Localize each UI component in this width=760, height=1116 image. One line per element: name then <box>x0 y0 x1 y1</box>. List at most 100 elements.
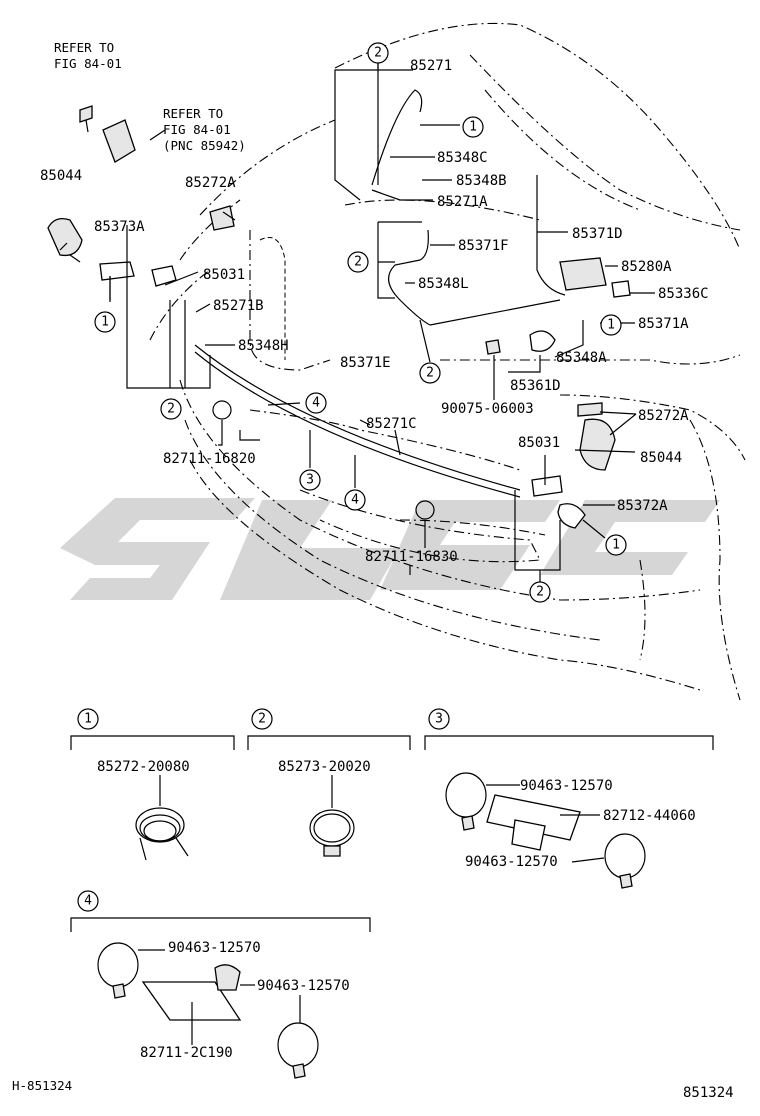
callout-2-c: 2 <box>419 362 441 384</box>
label-85272A-bot: 85272A <box>638 408 689 424</box>
bracket-82712 <box>486 794 581 851</box>
detail-1-part: 85272-20080 <box>97 759 190 775</box>
label-85044-top: 85044 <box>40 168 82 184</box>
label-85371A: 85371A <box>638 316 689 332</box>
callout-2-e: 2 <box>529 581 551 603</box>
label-85348A: 85348A <box>556 350 607 366</box>
callout-3-a: 3 <box>299 469 321 491</box>
detail-section-3: 3 90463-12570 82712-44060 90463-12570 <box>424 708 714 889</box>
washer-hoses <box>194 89 566 498</box>
bolt-90075 <box>485 339 501 355</box>
detail-section-2: 2 85273-20020 <box>247 708 411 857</box>
svg-text:1: 1 <box>101 315 109 330</box>
clip-ring-3b <box>604 833 646 889</box>
label-82711-16830: 82711-16830 <box>365 549 458 565</box>
fig-ref-2-line1: REFER TO <box>163 106 223 121</box>
footer-right-code: 851324 <box>683 1085 734 1101</box>
callout-1-b: 1 <box>600 314 622 336</box>
label-82711-16820: 82711-16820 <box>163 451 256 467</box>
svg-text:3: 3 <box>435 712 443 727</box>
spring-clamp-85272 <box>135 807 189 861</box>
label-85371F: 85371F <box>458 238 509 254</box>
label-85348H: 85348H <box>238 338 289 354</box>
label-85280A: 85280A <box>621 259 672 275</box>
svg-text:1: 1 <box>84 712 92 727</box>
detail-4-part-c: 82711-2C190 <box>140 1045 233 1061</box>
label-85348B: 85348B <box>456 173 507 189</box>
detail-4-part-a: 90463-12570 <box>168 940 261 956</box>
clip-ring-4b <box>277 1022 319 1079</box>
callout-2-b: 2 <box>347 251 369 273</box>
headlamp-nozzle-left <box>47 217 83 263</box>
label-85373A: 85373A <box>94 219 145 235</box>
fig-ref-2-line3: (PNC 85942) <box>163 138 246 153</box>
clip-ring-3a <box>445 772 487 831</box>
clamp-plate-82711-2C190 <box>141 964 242 1021</box>
label-85271C: 85271C <box>366 416 417 432</box>
clamp-82711-16820 <box>212 400 232 420</box>
fig-ref-1-line2: FIG 84-01 <box>54 56 122 71</box>
callout-2-a: 2 <box>367 42 389 64</box>
detail-4-part-b: 90463-12570 <box>257 978 350 994</box>
bolt-top-left <box>79 105 93 133</box>
label-85044-bot: 85044 <box>640 450 682 466</box>
joint-85372A <box>557 503 586 529</box>
svg-text:3: 3 <box>306 473 314 488</box>
label-85372A: 85372A <box>617 498 668 514</box>
label-85031-top: 85031 <box>203 267 245 283</box>
callout-4-a: 4 <box>305 392 327 414</box>
clamp-82711-16830 <box>415 500 435 520</box>
callout-2-d: 2 <box>160 398 182 420</box>
svg-text:4: 4 <box>84 894 92 909</box>
callout-1-d: 1 <box>605 534 627 556</box>
detail-section-1: 1 85272-20080 <box>70 708 235 861</box>
detail-2-part: 85273-20020 <box>278 759 371 775</box>
svg-text:2: 2 <box>426 366 434 381</box>
joint-85031-top <box>151 265 177 287</box>
svg-text:1: 1 <box>607 318 615 333</box>
fig-ref-2-line2: FIG 84-01 <box>163 122 231 137</box>
label-90075-06003: 90075-06003 <box>441 401 534 417</box>
label-85371D: 85371D <box>572 226 623 242</box>
label-85271: 85271 <box>410 58 452 74</box>
label-85361D: 85361D <box>510 378 561 394</box>
label-85031-bot: 85031 <box>518 435 560 451</box>
detail-3-part-b: 82712-44060 <box>603 808 696 824</box>
detail-section-4: 4 90463-12570 90463-12570 82711-2C190 <box>70 890 371 1079</box>
svg-text:2: 2 <box>258 712 266 727</box>
detail-3-part-a: 90463-12570 <box>520 778 613 794</box>
clip-85272A-top <box>209 205 235 231</box>
callout-4-b: 4 <box>344 489 366 511</box>
label-85271A: 85271A <box>437 194 488 210</box>
nozzle-right <box>577 402 616 471</box>
label-85336C: 85336C <box>658 286 709 302</box>
grommet-85361D <box>529 330 556 352</box>
svg-text:4: 4 <box>312 396 320 411</box>
label-85271B: 85271B <box>213 298 264 314</box>
label-85348C: 85348C <box>437 150 488 166</box>
svg-text:2: 2 <box>354 255 362 270</box>
svg-text:2: 2 <box>374 46 382 61</box>
detail-3-part-c: 90463-12570 <box>465 854 558 870</box>
clip-ring-4a <box>97 942 139 999</box>
joint-85031-bot <box>531 475 563 497</box>
washer-pump-motor <box>559 257 631 298</box>
label-85348L: 85348L <box>418 276 469 292</box>
label-85371E: 85371E <box>340 355 391 371</box>
svg-text:2: 2 <box>167 402 175 417</box>
nozzle-block-top <box>102 119 136 163</box>
svg-text:4: 4 <box>351 493 359 508</box>
footer-left-code: H-851324 <box>12 1078 72 1093</box>
svg-text:1: 1 <box>612 538 620 553</box>
part-labels: REFER TO FIG 84-01 REFER TO FIG 84-01 (P… <box>40 40 709 565</box>
label-85272A-top: 85272A <box>185 175 236 191</box>
fig-ref-1-line1: REFER TO <box>54 40 114 55</box>
callouts-main: 2 1 2 1 1 2 4 2 3 4 1 2 <box>94 42 627 603</box>
svg-text:1: 1 <box>469 120 477 135</box>
callout-1-a: 1 <box>462 116 484 138</box>
band-clamp-85273 <box>309 809 355 857</box>
callout-1-c: 1 <box>94 311 116 333</box>
joint-85373A <box>99 261 135 281</box>
